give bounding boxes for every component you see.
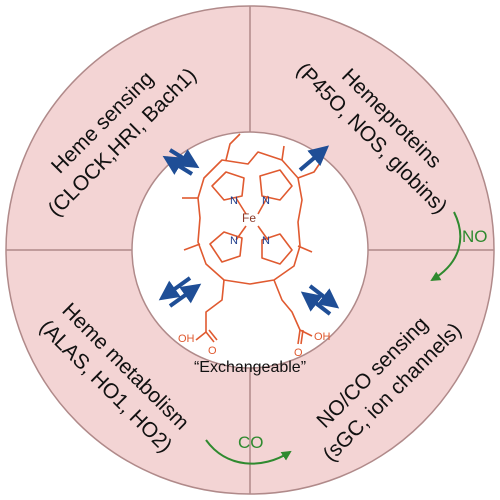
iron-label: Fe bbox=[242, 211, 256, 225]
no-arrow bbox=[430, 211, 462, 282]
heme-molecule bbox=[182, 133, 323, 345]
exchange-arrows-top-left bbox=[162, 148, 200, 176]
exchange-arrows-bottom-right bbox=[300, 284, 340, 316]
exchangeable-label: “Exchangeable” bbox=[194, 359, 306, 376]
oxygen-label-right: O bbox=[294, 347, 303, 359]
no-label: NO bbox=[462, 227, 488, 246]
inner-circle bbox=[131, 131, 369, 369]
export-arrow-top-right bbox=[298, 145, 330, 172]
oxygen-label-left: O bbox=[208, 345, 217, 357]
nitrogen-label-3: N bbox=[230, 235, 238, 247]
hydroxyl-label-left: OH bbox=[178, 333, 195, 345]
hydroxyl-label-right: OH bbox=[314, 331, 331, 343]
nitrogen-label-4: N bbox=[262, 235, 270, 247]
nitrogen-label-1: N bbox=[230, 195, 238, 207]
co-label: CO bbox=[238, 433, 264, 452]
nitrogen-label-2: N bbox=[262, 195, 270, 207]
co-arrow bbox=[205, 439, 292, 465]
exchange-arrows-bottom-left bbox=[158, 276, 202, 308]
